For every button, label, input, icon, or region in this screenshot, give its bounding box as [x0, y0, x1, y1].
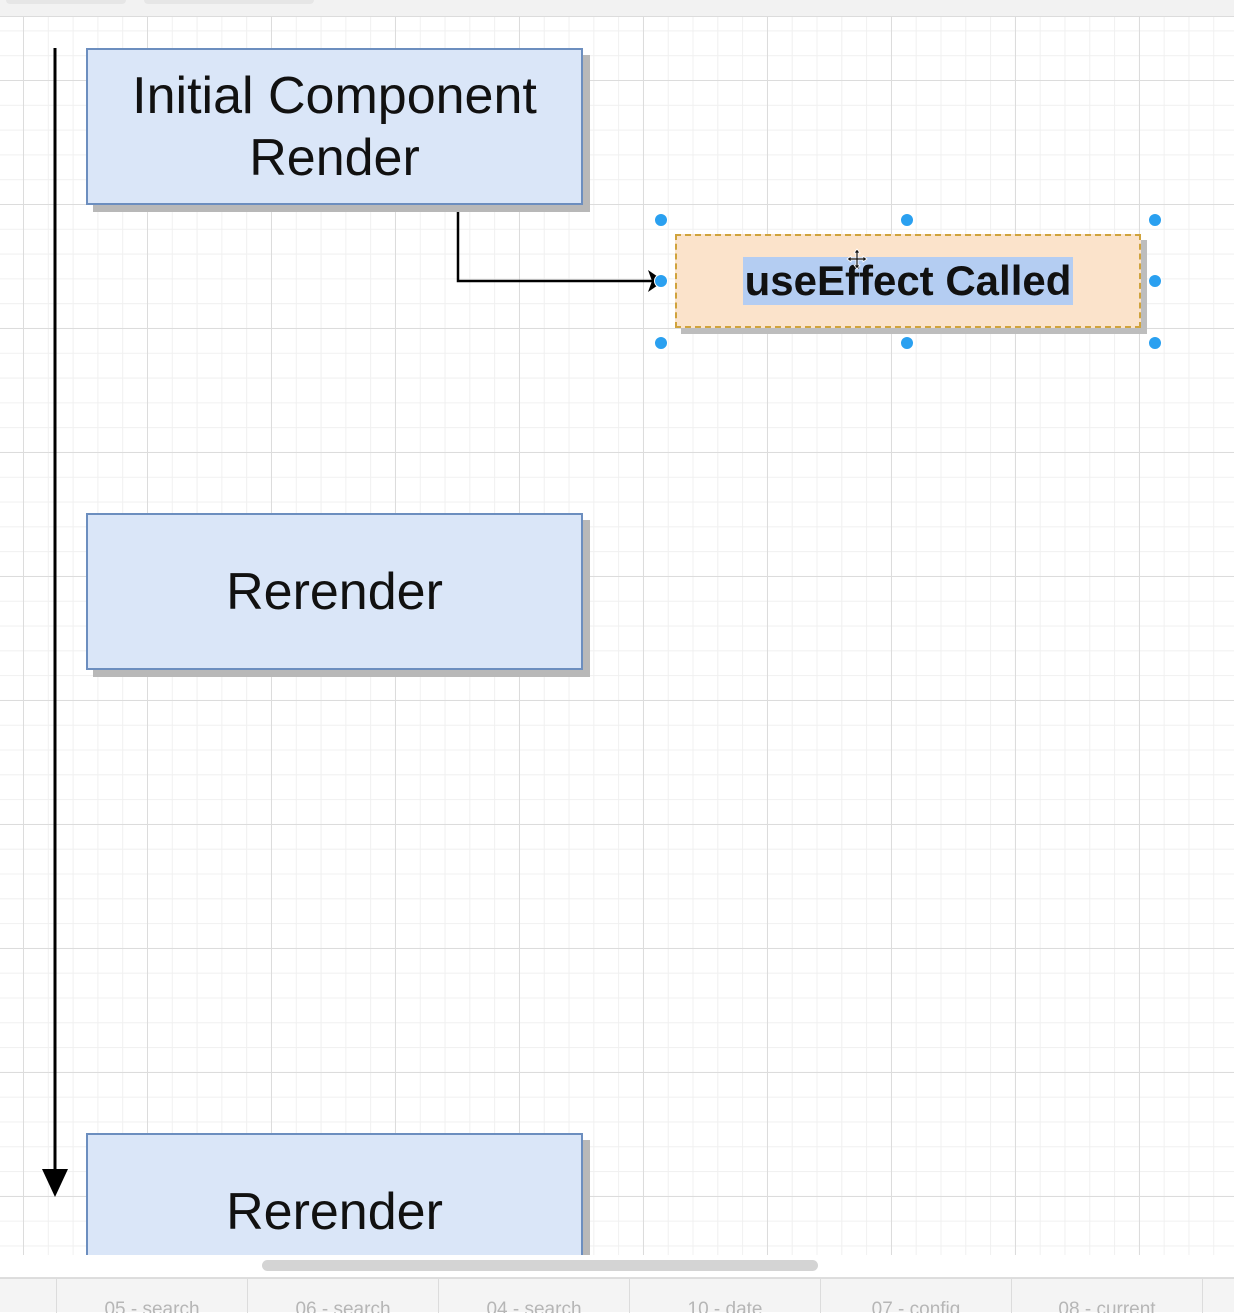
initial-render-label: Initial Component Render	[132, 66, 537, 187]
diagram-canvas[interactable]: Initial Component Render Rerender Rerend…	[0, 17, 1234, 1255]
page-tab[interactable]: 10 - date	[630, 1279, 821, 1313]
initial-render-box[interactable]: Initial Component Render	[86, 48, 583, 205]
use-effect-called-label[interactable]: useEffect Called	[742, 257, 1074, 305]
top-tab-stub[interactable]	[6, 0, 126, 4]
rerender-label: Rerender	[226, 1182, 443, 1241]
rerender-box[interactable]: Rerender	[86, 513, 583, 670]
page-tab[interactable]: 04 - search	[439, 1279, 630, 1313]
resize-handle-bottom[interactable]	[900, 336, 914, 350]
top-toolbar-strip	[0, 0, 1234, 17]
resize-handle-left[interactable]	[654, 274, 668, 288]
page-tab[interactable]: 08 - current	[1012, 1279, 1203, 1313]
resize-handle-bottom-right[interactable]	[1148, 336, 1162, 350]
timeline-arrowhead	[42, 1169, 68, 1197]
resize-handle-top[interactable]	[900, 213, 914, 227]
page-tab[interactable]: 05 - search	[57, 1279, 248, 1313]
top-tab-stub[interactable]	[144, 0, 314, 4]
resize-handle-bottom-left[interactable]	[654, 336, 668, 350]
use-effect-called-box[interactable]: useEffect Called	[675, 234, 1141, 328]
horizontal-scrollbar[interactable]	[0, 1255, 1234, 1278]
move-cursor-icon	[846, 248, 868, 270]
resize-handle-right[interactable]	[1148, 274, 1162, 288]
page-tab[interactable]: 06 - search	[248, 1279, 439, 1313]
resize-handle-top-left[interactable]	[654, 213, 668, 227]
resize-handle-top-right[interactable]	[1148, 213, 1162, 227]
page-tab[interactable]: 07 - config	[821, 1279, 1012, 1313]
page-tabs: 05 - search 06 - search 04 - search 10 -…	[0, 1278, 1234, 1313]
rerender-box[interactable]: Rerender	[86, 1133, 583, 1255]
scrollbar-thumb[interactable]	[262, 1260, 818, 1271]
effect-connector[interactable]	[456, 205, 652, 283]
bottom-panel: 05 - search 06 - search 04 - search 10 -…	[0, 1255, 1234, 1313]
page-tabs-lead	[0, 1279, 57, 1313]
rerender-label: Rerender	[226, 562, 443, 621]
